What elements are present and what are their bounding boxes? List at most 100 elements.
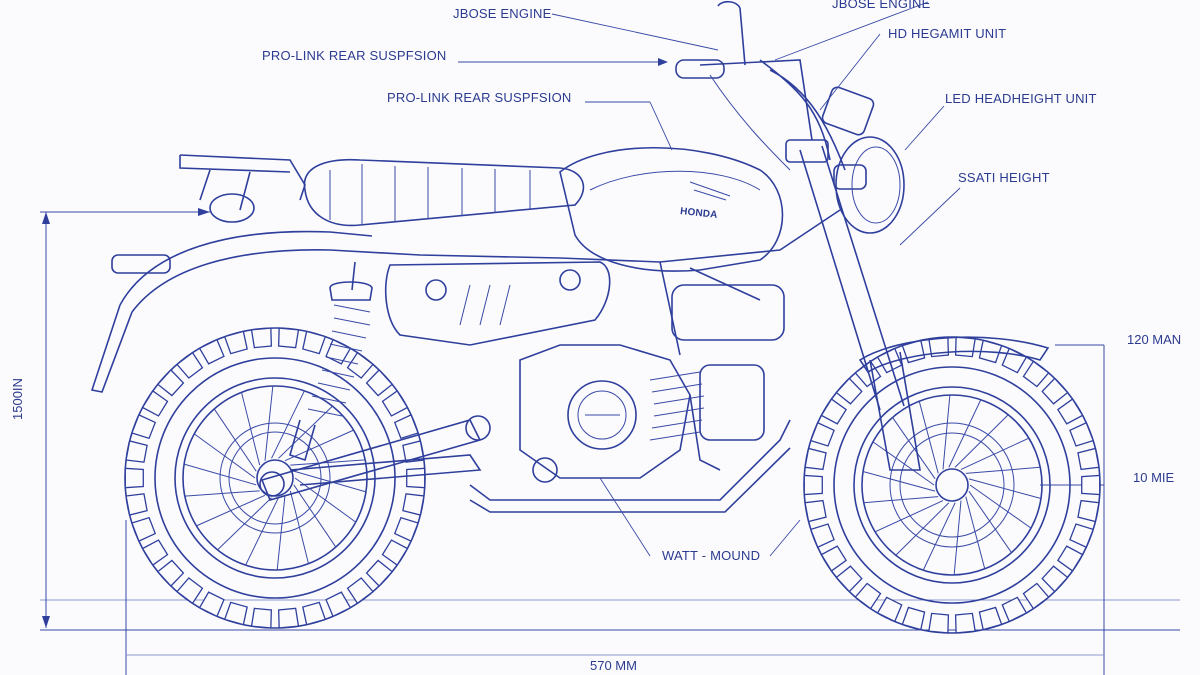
spoke [213,408,257,472]
dimension-front-mid-label: 10 MIE [1133,470,1175,485]
dimension-front-top-label: 120 MAN [1127,332,1182,347]
tread-block [1069,523,1095,549]
tread-block [854,582,882,610]
spoke [918,401,939,474]
spoke [293,470,367,493]
fuel-tank [559,147,784,272]
seat [303,158,585,227]
swingarm [260,419,482,501]
rear-shock-absorber [289,261,373,462]
tread-block [198,338,225,365]
spoke [276,495,286,571]
tread-block [1022,360,1050,388]
spoke [193,433,256,479]
tread-block [954,336,976,358]
frame-main [329,209,841,263]
tread-block [141,539,169,566]
spoke [863,496,939,504]
spoke [960,437,1030,470]
wheelbase-dimension-line [125,345,1105,675]
spoke [290,459,366,466]
tread-block [835,377,863,405]
spoke [284,429,354,462]
label-prolink-suspension-1: PRO-LINK REAR SUSPFSION [262,48,447,63]
spoke [293,484,337,548]
tread-block [1041,377,1069,405]
tread-block [131,516,157,542]
spoke [922,502,956,571]
tread-block [876,596,903,623]
tread-block [125,440,148,463]
tread-block [820,398,847,425]
spoke [245,497,279,566]
tread-block [176,577,204,605]
tread-block [277,327,300,349]
rear-fender [119,230,373,306]
tread-block [1001,347,1028,374]
tread-block [156,369,185,397]
tread-block [365,559,394,587]
spoke [942,394,951,470]
spoke [965,466,1041,474]
tread-block [854,360,882,388]
tread-block [1057,398,1084,425]
tread-block [1057,545,1084,572]
spoke [953,500,962,576]
tread-block [954,612,976,634]
spoke [241,392,261,466]
rear-rack [179,154,306,201]
tread-block [346,351,374,379]
tread-block [250,327,273,349]
engine-cover-panel [671,284,785,341]
engine-block [519,344,765,483]
tread-block [1077,499,1100,523]
label-led-headlight-unit: LED HEADHEIGHT UNIT [945,91,1097,106]
tread-block [125,493,148,516]
dimension-height-label: 1500IN [10,378,25,420]
spoke [954,414,1009,468]
rear-turn-signal [111,254,171,274]
label-engine-top: JBOSE ENGINE [453,6,552,21]
rear-wheel [124,327,426,629]
height-dimension-line [40,208,210,628]
label-seat-height: SSATI HEIGHT [958,170,1050,185]
tread-block [250,607,273,629]
tread-block [393,414,419,440]
label-headlight-unit-top: HD HEGAMIT UNIT [888,26,1007,41]
tread-block [809,523,835,549]
spoke [184,490,260,497]
tread-block [156,559,185,587]
tread-block [325,591,352,618]
tread-block [365,369,394,397]
spoke [969,484,1032,529]
spoke [183,463,257,486]
tread-block [1022,582,1050,610]
tread-block [1001,596,1028,623]
tread-block [809,421,835,447]
tread-block [131,414,157,440]
tread-block [928,612,950,634]
tread-block [223,330,248,355]
spoke [278,405,333,459]
tread-block [402,493,425,516]
spoke [196,494,266,527]
tread-block [820,545,847,572]
spoke [948,399,982,468]
headlight [833,136,905,234]
tread-block [302,601,327,626]
spoke [968,478,1042,500]
spoke [289,490,309,564]
tread-block [381,390,409,417]
tread-block [325,338,352,365]
front-wheel [803,336,1101,634]
front-fender [858,336,1050,374]
tread-block [804,499,827,523]
handlebar [699,59,813,141]
tread-block [302,330,327,355]
spoke [271,390,305,459]
tread-block [1077,447,1100,471]
side-cover [384,261,611,346]
tread-block [393,516,419,542]
